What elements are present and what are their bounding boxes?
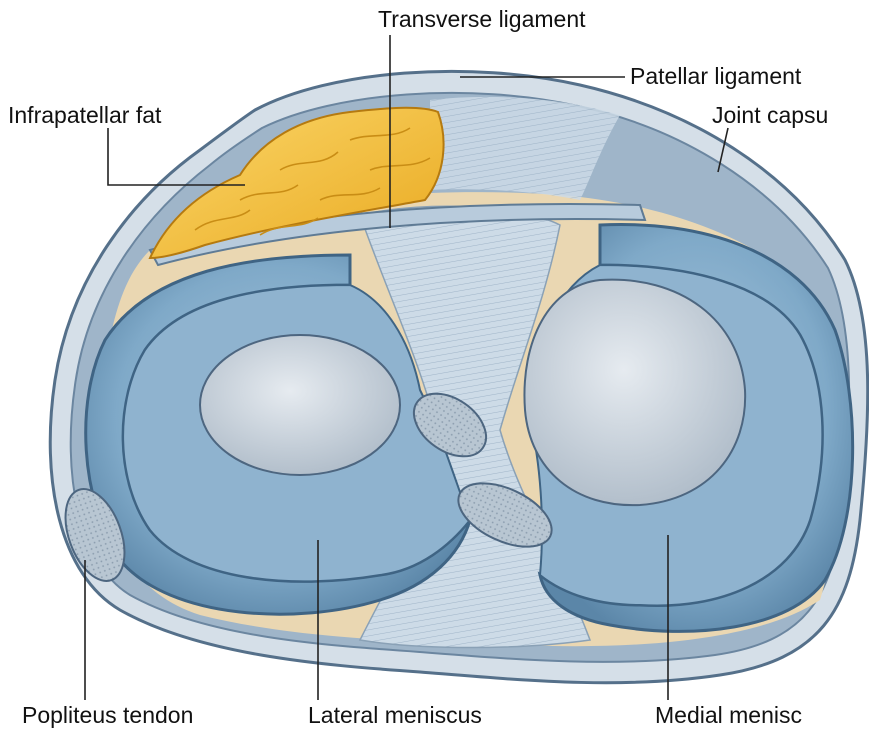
- medial-meniscus-label: Medial menisc: [655, 704, 802, 727]
- lateral-tibial-cartilage: [200, 335, 400, 475]
- transverse-ligament-label: Transverse ligament: [378, 8, 586, 31]
- joint-capsule-label: Joint capsu: [712, 104, 828, 127]
- patellar-ligament-label: Patellar ligament: [630, 65, 801, 88]
- lateral-meniscus-label: Lateral meniscus: [308, 704, 482, 727]
- popliteus-tendon-label: Popliteus tendon: [22, 704, 193, 727]
- infrapatellar-fat-label: Infrapatellar fat: [8, 104, 161, 127]
